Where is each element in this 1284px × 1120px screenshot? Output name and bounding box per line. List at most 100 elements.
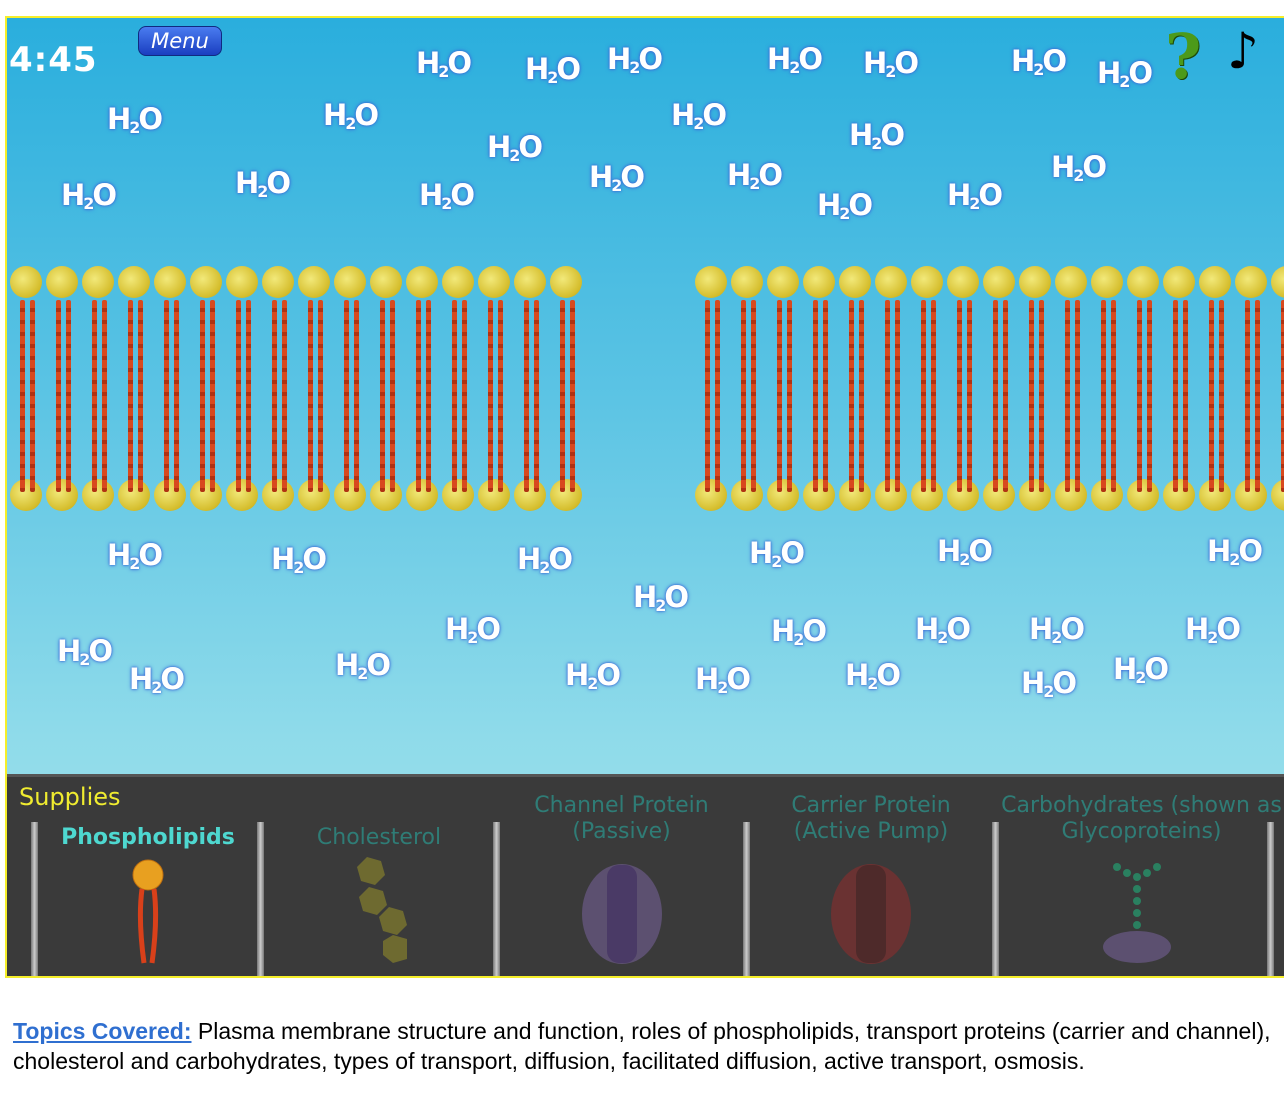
phospholipid-head [1091,479,1123,511]
phospholipid-head [262,479,294,511]
subscript: 2 [547,68,558,87]
water-molecule[interactable]: H2O [323,98,379,133]
water-molecule[interactable]: H2O [1113,652,1169,687]
o-label: O [780,536,805,570]
water-molecule[interactable]: H2O [937,534,993,569]
phospholipid-head [1163,479,1195,511]
phospholipid-tail [1245,300,1250,492]
subscript: 2 [629,58,640,77]
phospholipid-tail [885,300,890,492]
water-molecule[interactable]: H2O [863,46,919,81]
h-label: H [727,158,751,192]
subscript: 2 [509,146,520,165]
phospholipid-tail [524,300,529,492]
item-label: Channel Protein (Passive) [534,793,709,844]
water-molecule[interactable]: H2O [335,648,391,683]
water-molecule[interactable]: H2O [671,98,727,133]
water-molecule[interactable]: H2O [749,536,805,571]
phospholipid-tail [426,300,431,492]
phospholipid-tail [308,300,313,492]
phospholipid-tail [200,300,205,492]
water-molecule[interactable]: H2O [419,178,475,213]
water-molecule[interactable]: H2O [1185,612,1241,647]
water-molecule[interactable]: H2O [915,612,971,647]
phospholipid-tail [138,300,143,492]
subscript: 2 [129,554,140,573]
phospholipid-head [370,266,402,298]
subscript: 2 [1229,550,1240,569]
supply-channel-protein[interactable]: Channel Protein (Passive) [500,793,743,976]
phospholipid-head [550,479,582,511]
phospholipid-tail [1173,300,1178,492]
subscript: 2 [693,114,704,133]
divider [493,822,500,976]
phospholipid-tail [128,300,133,492]
subscript: 2 [293,558,304,577]
water-molecule[interactable]: H2O [517,542,573,577]
phospholipid-tail [272,300,277,492]
water-molecule[interactable]: H2O [1207,534,1263,569]
topics-covered-link[interactable]: Topics Covered: [13,1018,192,1044]
water-molecule[interactable]: H2O [607,42,663,77]
h-label: H [416,46,440,80]
water-molecule[interactable]: H2O [487,130,543,165]
phospholipid-head [10,266,42,298]
music-note-icon[interactable]: ♪ [1227,22,1259,80]
water-molecule[interactable]: H2O [525,52,581,87]
supply-phospholipids[interactable]: Phospholipids [39,825,257,972]
phospholipid-head [118,266,150,298]
o-label: O [1082,150,1107,184]
phospholipid-tail [282,300,287,492]
phospholipid-tail [1219,300,1224,492]
menu-button[interactable]: Menu [138,26,222,56]
o-label: O [664,580,689,614]
phospholipid-head [442,266,474,298]
water-molecule[interactable]: H2O [727,158,783,193]
water-molecule[interactable]: H2O [1029,612,1085,647]
phospholipid-head [82,266,114,298]
item-label: Cholesterol [316,825,442,850]
water-molecule[interactable]: H2O [1011,44,1067,79]
water-molecule[interactable]: H2O [767,42,823,77]
water-molecule[interactable]: H2O [633,580,689,615]
water-molecule[interactable]: H2O [107,102,163,137]
water-molecule[interactable]: H2O [1021,666,1077,701]
phospholipid-head [983,266,1015,298]
water-molecule[interactable]: H2O [1051,150,1107,185]
subscript: 2 [1043,682,1054,701]
phospholipid-head [478,479,510,511]
phospholipid-tail [570,300,575,492]
water-molecule[interactable]: H2O [771,614,827,649]
water-molecule[interactable]: H2O [695,662,751,697]
question-mark-icon[interactable]: ? [1165,20,1202,93]
water-molecule[interactable]: H2O [589,160,645,195]
water-molecule[interactable]: H2O [845,658,901,693]
phospholipid-tail [741,300,746,492]
h-label: H [419,178,443,212]
water-molecule[interactable]: H2O [57,634,113,669]
water-molecule[interactable]: H2O [107,538,163,573]
phospholipid-head [406,266,438,298]
supply-cholesterol[interactable]: Cholesterol [264,825,494,976]
supply-carbohydrates[interactable]: Carbohydrates (shown as Glycoproteins) [997,793,1284,976]
supply-carrier-protein[interactable]: Carrier Protein (Active Pump) [750,793,992,976]
phospholipid-tail [560,300,565,492]
water-molecule[interactable]: H2O [416,46,472,81]
timer: 4:45 [9,40,98,80]
water-molecule[interactable]: H2O [849,118,905,153]
water-molecule[interactable]: H2O [445,612,501,647]
subscript: 2 [345,114,356,133]
phospholipid-head [839,479,871,511]
subscript: 2 [969,194,980,213]
water-molecule[interactable]: H2O [235,166,291,201]
water-molecule[interactable]: H2O [947,178,1003,213]
water-molecule[interactable]: H2O [61,178,117,213]
phospholipid-head [334,479,366,511]
water-molecule[interactable]: H2O [817,188,873,223]
water-molecule[interactable]: H2O [271,542,327,577]
water-molecule[interactable]: H2O [129,662,185,697]
water-molecule[interactable]: H2O [1097,56,1153,91]
phospholipid-head [1019,479,1051,511]
water-molecule[interactable]: H2O [565,658,621,693]
